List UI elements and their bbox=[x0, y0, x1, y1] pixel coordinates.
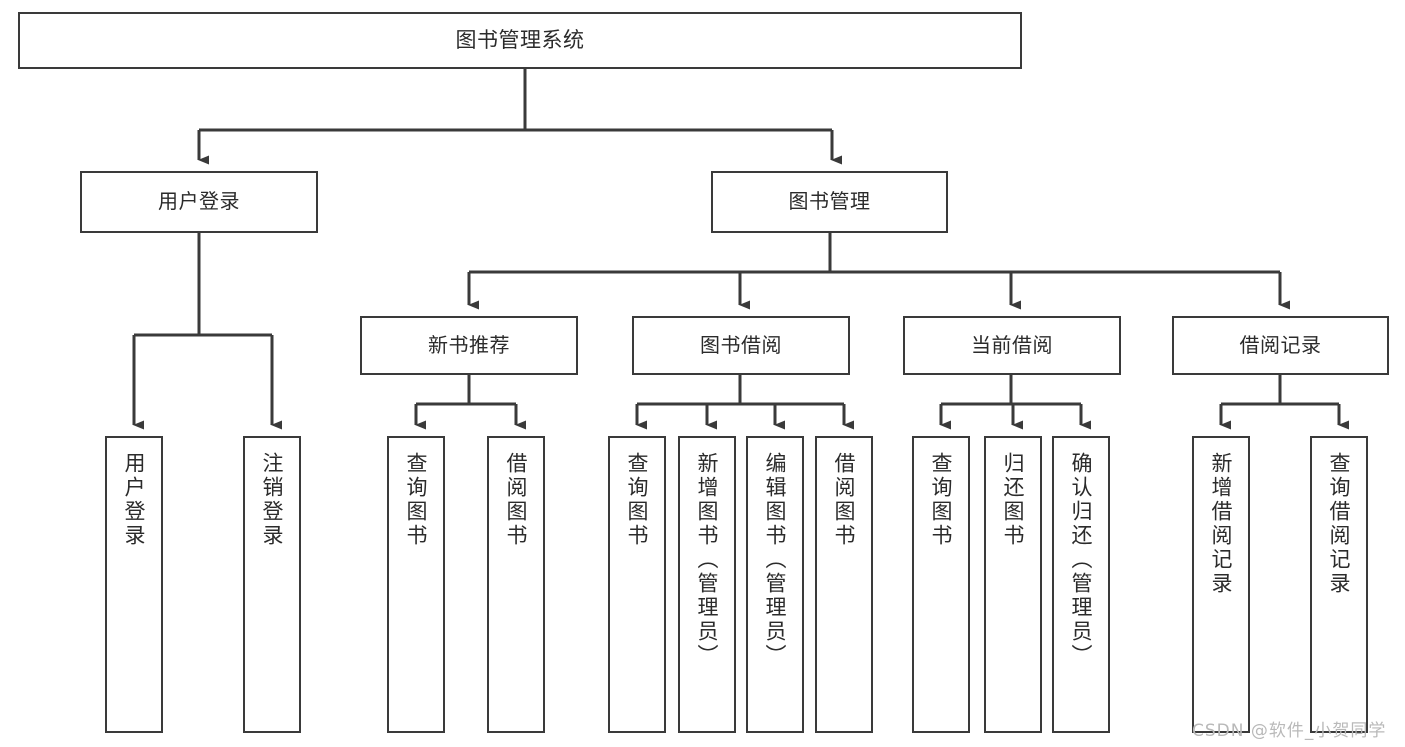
node-book-management-label: 图书管理 bbox=[788, 189, 871, 214]
node-root-label: 图书管理系统 bbox=[455, 28, 585, 53]
connector-bookborrow-to-leaves bbox=[635, 375, 854, 430]
node-leaf-query-book-2-label: 查询图书 bbox=[625, 452, 650, 548]
node-leaf-user-login-label: 用户登录 bbox=[122, 452, 147, 548]
node-leaf-edit-book[interactable]: 编辑图书（管理员） bbox=[746, 436, 804, 733]
node-book-management[interactable]: 图书管理 bbox=[711, 171, 948, 233]
node-leaf-return-book[interactable]: 归还图书 bbox=[984, 436, 1042, 733]
node-leaf-borrow-book-2-label: 借阅图书 bbox=[832, 452, 857, 548]
node-user-login[interactable]: 用户登录 bbox=[80, 171, 318, 233]
node-leaf-logout[interactable]: 注销登录 bbox=[243, 436, 301, 733]
node-leaf-query-book-2[interactable]: 查询图书 bbox=[608, 436, 666, 733]
connector-newbook-to-leaves bbox=[414, 375, 526, 430]
connector-borrowrecord-to-leaves bbox=[1219, 375, 1349, 430]
node-leaf-confirm-return[interactable]: 确认归还（管理员） bbox=[1052, 436, 1110, 733]
node-leaf-edit-book-label: 编辑图书（管理员） bbox=[763, 452, 788, 668]
node-leaf-add-book-label: 新增图书（管理员） bbox=[695, 452, 720, 668]
csdn-watermark: CSDN @软件_小贺同学 bbox=[1192, 721, 1387, 741]
node-leaf-confirm-return-label: 确认归还（管理员） bbox=[1069, 452, 1094, 668]
node-current-borrow[interactable]: 当前借阅 bbox=[903, 316, 1121, 375]
node-book-borrow[interactable]: 图书借阅 bbox=[632, 316, 850, 375]
node-leaf-query-book-3-label: 查询图书 bbox=[929, 452, 954, 548]
node-leaf-query-book-1-label: 查询图书 bbox=[404, 452, 429, 548]
node-current-borrow-label: 当前借阅 bbox=[971, 332, 1053, 357]
connector-userlogin-to-leaves bbox=[132, 233, 282, 430]
node-new-book-recommend-label: 新书推荐 bbox=[428, 332, 510, 357]
node-leaf-query-record-label: 查询借阅记录 bbox=[1327, 452, 1352, 596]
node-leaf-query-book-1[interactable]: 查询图书 bbox=[387, 436, 445, 733]
node-leaf-borrow-book-1[interactable]: 借阅图书 bbox=[487, 436, 545, 733]
node-leaf-return-book-label: 归还图书 bbox=[1001, 452, 1026, 548]
node-leaf-user-login[interactable]: 用户登录 bbox=[105, 436, 163, 733]
node-leaf-query-record[interactable]: 查询借阅记录 bbox=[1310, 436, 1368, 733]
node-leaf-borrow-book-1-label: 借阅图书 bbox=[504, 452, 529, 548]
node-new-book-recommend[interactable]: 新书推荐 bbox=[360, 316, 578, 375]
node-root[interactable]: 图书管理系统 bbox=[18, 12, 1022, 69]
node-leaf-query-book-3[interactable]: 查询图书 bbox=[912, 436, 970, 733]
node-book-borrow-label: 图书借阅 bbox=[700, 332, 782, 357]
node-leaf-borrow-book-2[interactable]: 借阅图书 bbox=[815, 436, 873, 733]
node-leaf-add-book[interactable]: 新增图书（管理员） bbox=[678, 436, 736, 733]
node-user-login-label: 用户登录 bbox=[158, 189, 240, 214]
connector-root-to-level2 bbox=[197, 69, 842, 165]
node-borrow-record-label: 借阅记录 bbox=[1239, 332, 1322, 357]
node-leaf-logout-label: 注销登录 bbox=[260, 452, 285, 548]
connector-currentborrow-to-leaves bbox=[939, 375, 1091, 430]
node-borrow-record[interactable]: 借阅记录 bbox=[1172, 316, 1389, 375]
connector-bookmgmt-to-level3 bbox=[467, 233, 1290, 310]
node-leaf-add-record[interactable]: 新增借阅记录 bbox=[1192, 436, 1250, 733]
node-leaf-add-record-label: 新增借阅记录 bbox=[1209, 452, 1234, 596]
